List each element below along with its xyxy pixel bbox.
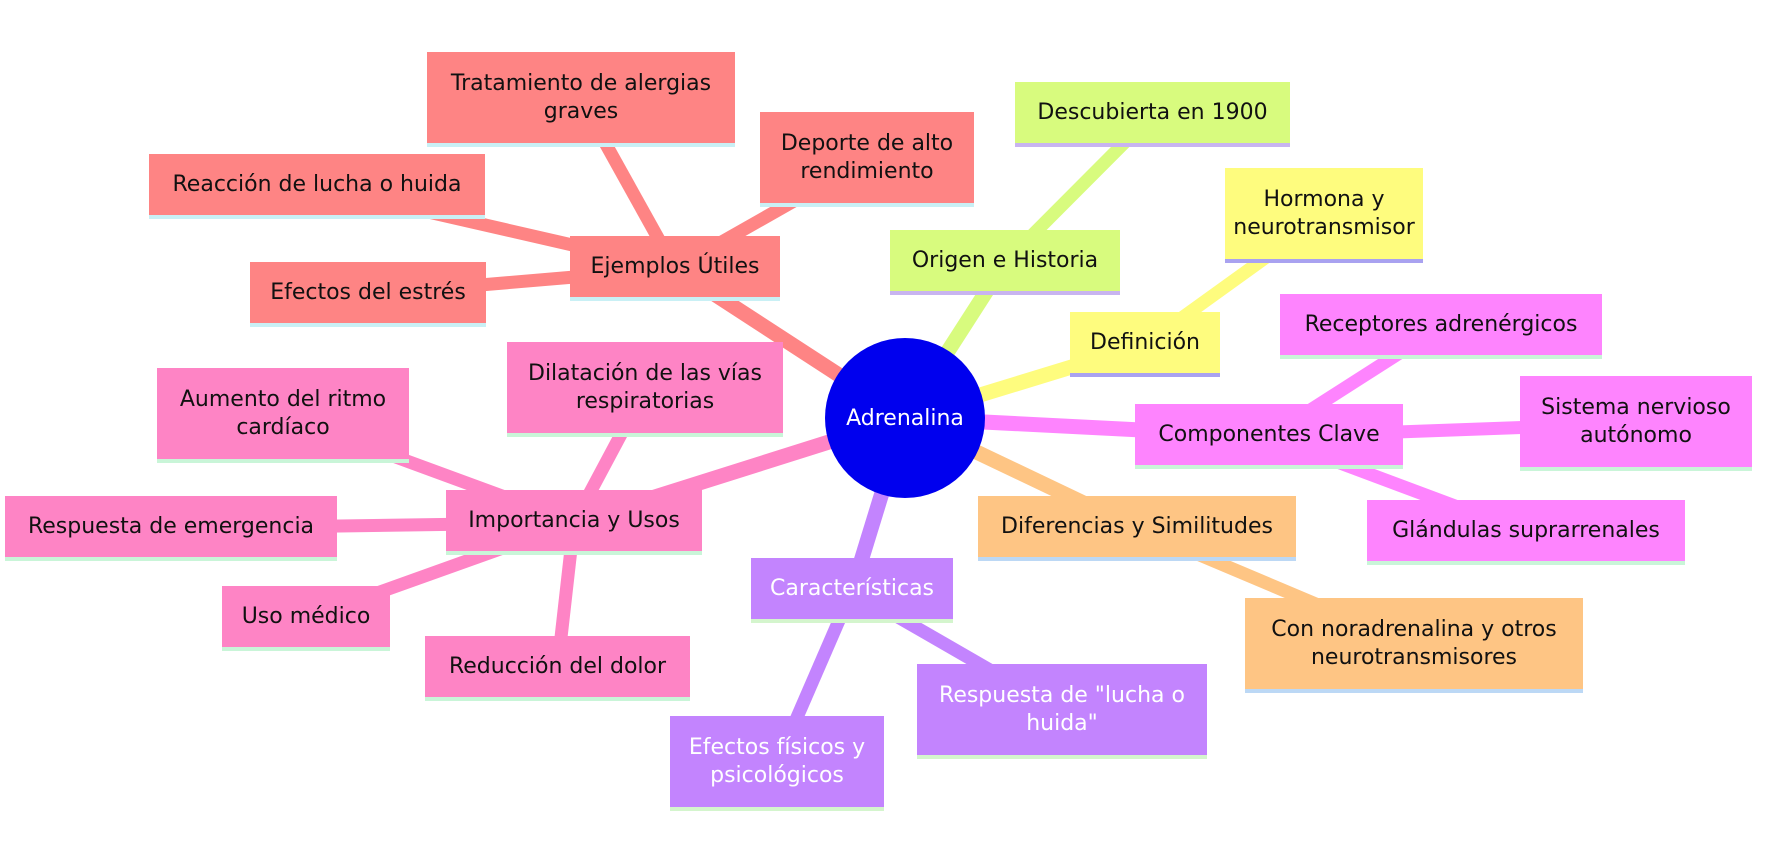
- node-uso-medico: Uso médico: [222, 586, 390, 651]
- node-label: Aumento del ritmo cardíaco: [179, 387, 387, 440]
- node-efectos-fisicos: Efectos físicos y psicológicos: [670, 716, 884, 811]
- node-label: Dilatación de las vías respiratorias: [528, 361, 762, 414]
- root-label: Adrenalina: [846, 405, 964, 431]
- node-deporte: Deporte de alto rendimiento: [760, 112, 974, 207]
- node-label: Descubierta en 1900: [1037, 99, 1268, 125]
- node-sistema: Sistema nervioso autónomo: [1520, 376, 1752, 471]
- node-dolor: Reducción del dolor: [425, 636, 690, 701]
- node-diferencias: Diferencias y Similitudes: [978, 496, 1296, 561]
- node-origen: Origen e Historia: [890, 230, 1120, 295]
- node-label: Importancia y Usos: [468, 507, 680, 533]
- node-label: Componentes Clave: [1158, 421, 1380, 447]
- node-noradrenalina: Con noradrenalina y otros neurotransmiso…: [1245, 598, 1583, 693]
- node-label: Origen e Historia: [911, 247, 1099, 273]
- node-estres: Efectos del estrés: [250, 262, 486, 327]
- node-componentes: Componentes Clave: [1135, 404, 1403, 469]
- node-label: Hormona y neurotransmisor: [1233, 187, 1415, 240]
- node-ritmo: Aumento del ritmo cardíaco: [157, 368, 409, 463]
- node-emergencia: Respuesta de emergencia: [5, 496, 337, 561]
- node-label: Características: [769, 575, 935, 601]
- node-label: Efectos del estrés: [270, 279, 466, 305]
- node-label: Deporte de alto rendimiento: [780, 131, 954, 184]
- node-glandulas: Glándulas suprarrenales: [1367, 500, 1685, 565]
- node-label: Sistema nervioso autónomo: [1541, 395, 1731, 448]
- node-alergias: Tratamiento de alergias graves: [427, 52, 735, 147]
- root-node: Adrenalina: [825, 338, 985, 498]
- node-label: Glándulas suprarrenales: [1392, 517, 1660, 543]
- node-label: Uso médico: [241, 603, 371, 629]
- node-label: Tratamiento de alergias graves: [450, 71, 712, 124]
- node-label: Diferencias y Similitudes: [1001, 513, 1273, 539]
- node-label: Respuesta de "lucha o huida": [939, 683, 1185, 736]
- node-receptores: Receptores adrenérgicos: [1280, 294, 1602, 359]
- node-definicion: Definición: [1070, 312, 1220, 377]
- node-label: Efectos físicos y psicológicos: [688, 735, 866, 788]
- node-dilatacion: Dilatación de las vías respiratorias: [507, 342, 783, 437]
- node-hormona: Hormona y neurotransmisor: [1225, 168, 1423, 263]
- node-label: Receptores adrenérgicos: [1304, 311, 1578, 337]
- node-label: Definición: [1090, 329, 1200, 355]
- node-label: Reacción de lucha o huida: [172, 171, 462, 197]
- node-importancia: Importancia y Usos: [446, 490, 702, 555]
- node-ejemplos: Ejemplos Útiles: [570, 236, 780, 301]
- node-reaccion: Reacción de lucha o huida: [149, 154, 485, 219]
- node-descubierta: Descubierta en 1900: [1015, 82, 1290, 147]
- node-label: Reducción del dolor: [448, 653, 667, 679]
- node-caracteristicas: Características: [751, 558, 953, 623]
- node-label: Con noradrenalina y otros neurotransmiso…: [1271, 617, 1557, 670]
- node-label: Ejemplos Útiles: [590, 253, 760, 279]
- node-label: Respuesta de emergencia: [27, 513, 315, 539]
- node-respuesta-lucha: Respuesta de "lucha o huida": [917, 664, 1207, 759]
